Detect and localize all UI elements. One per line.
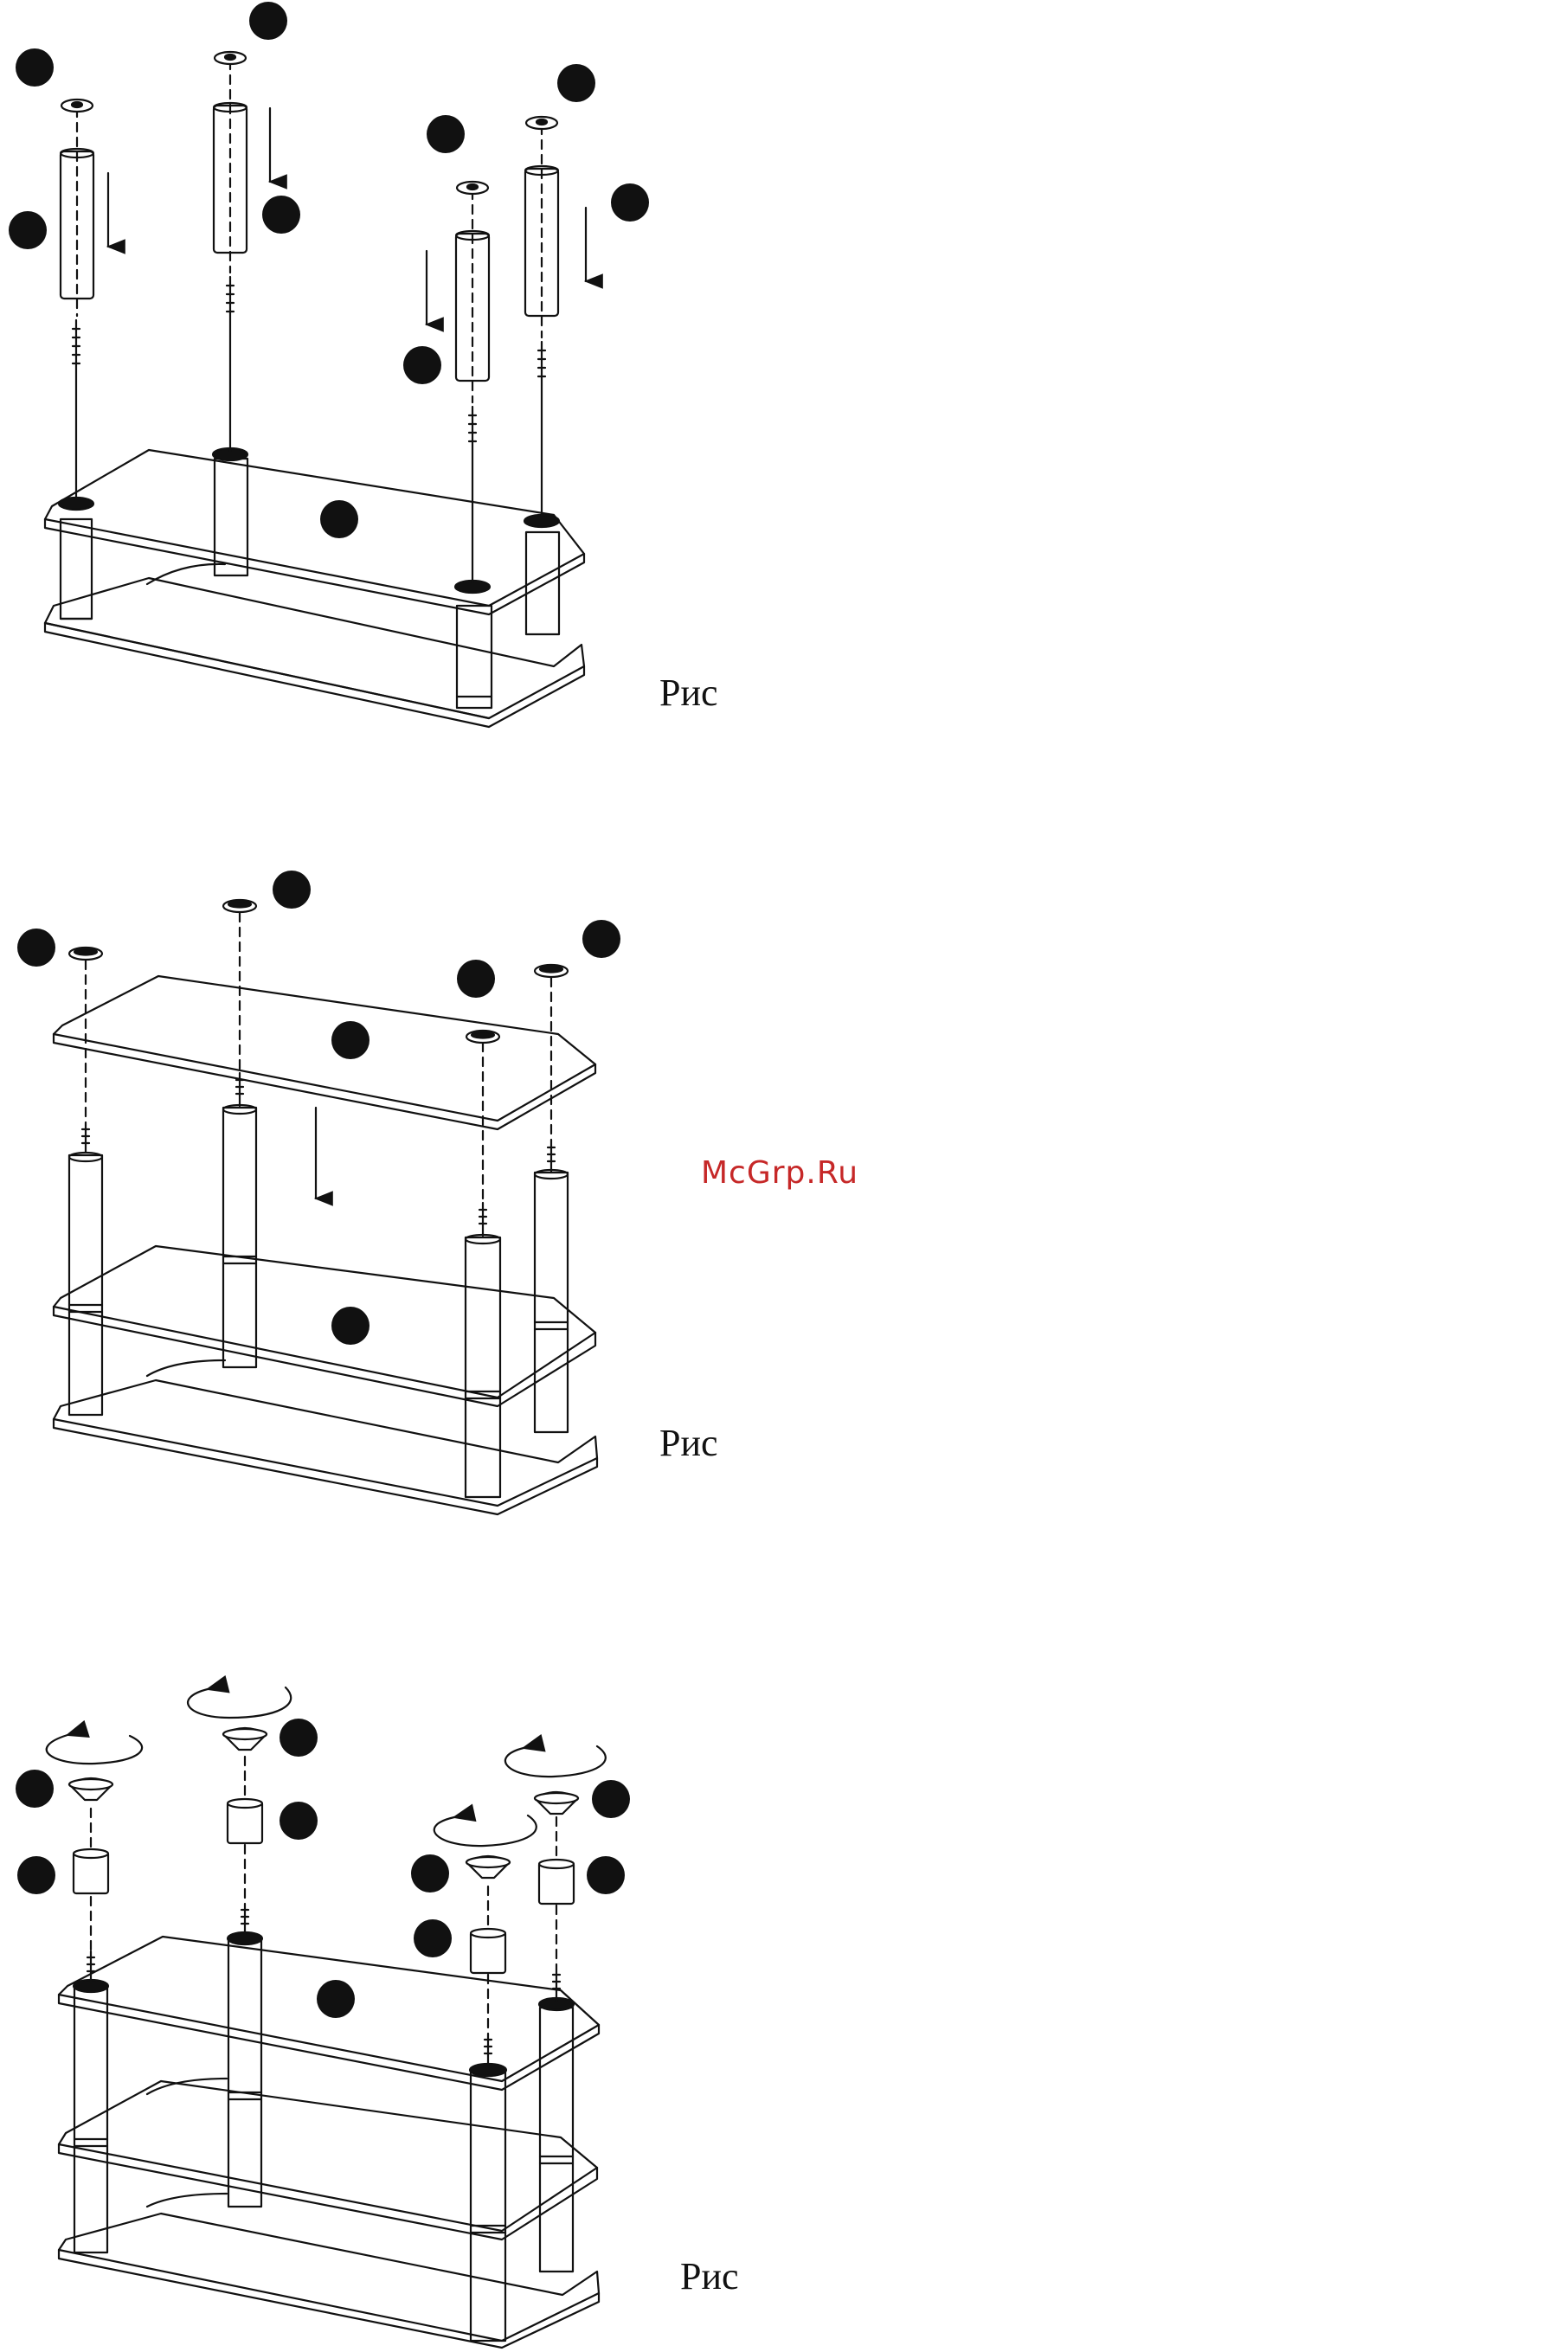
top-caps xyxy=(61,52,557,194)
bottom-shelf xyxy=(45,578,584,727)
threaded-rods xyxy=(73,277,545,583)
middle-shelf xyxy=(59,2081,597,2240)
posts xyxy=(69,1105,568,1497)
middle-shelf xyxy=(45,450,584,614)
bottom-shelf xyxy=(54,1380,597,1514)
guide-lines xyxy=(86,913,551,1203)
figure-2-assembly xyxy=(17,871,620,1514)
watermark-text: McGrp.Ru xyxy=(701,1155,858,1191)
upper-tubes xyxy=(61,103,558,381)
figure-2-caption: Рис xyxy=(659,1421,718,1465)
callout-markers xyxy=(17,871,620,1345)
bottom-shelf xyxy=(59,2214,599,2348)
figure-3-caption: Рис xyxy=(680,2254,739,2298)
down-arrows xyxy=(108,108,586,325)
middle-shelf xyxy=(54,1246,595,1406)
top-shelf xyxy=(54,976,595,1129)
figure-1-caption: Рис xyxy=(659,671,718,715)
callout-markers xyxy=(9,2,649,538)
spacer-sleeves xyxy=(74,1799,574,1973)
figure-1-assembly xyxy=(9,2,649,727)
cap-nuts xyxy=(69,1728,578,1878)
rotation-arrows xyxy=(47,1687,606,1846)
figure-3-assembly xyxy=(16,1687,630,2348)
